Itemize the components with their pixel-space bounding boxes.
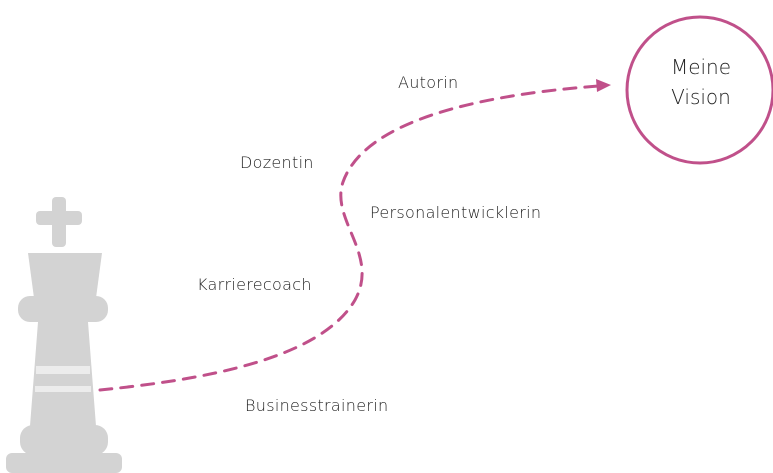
step-autorin: Autorin [398,73,459,92]
chess-king-icon [6,197,122,473]
step-dozentin: Dozentin [240,153,314,172]
vision-circle [625,15,773,165]
step-karrierecoach: Karrierecoach [197,275,312,294]
step-businesstrainerin: Businesstrainerin [245,396,389,415]
vision-label-line2: Vision [671,85,731,109]
vision-label: Meine Vision [628,52,773,112]
arrow-head-icon [596,79,611,92]
step-personalentwicklerin: Personalentwicklerin [370,203,542,222]
career-path-line [98,84,600,392]
vision-label-line1: Meine [670,55,732,79]
